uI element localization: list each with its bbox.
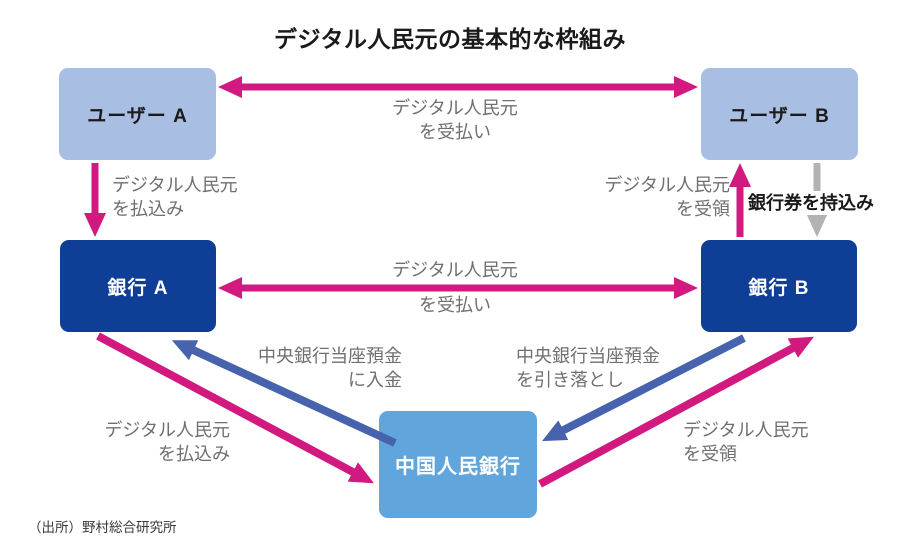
label-banks-transfer-line2: を受払い: [419, 295, 491, 315]
node-user-b: ユーザー B: [701, 68, 858, 160]
label-pboc-withdraw-line2: を引き落とし: [516, 370, 624, 390]
label-user-b-receive-line2: を受領: [676, 199, 730, 219]
diagram-title: デジタル人民元の基本的な枠組み: [273, 26, 627, 52]
label-user-a-pay-in-line1: デジタル人民元: [112, 175, 238, 195]
node-bank-a: 銀行 A: [60, 240, 216, 332]
label-pboc-deposit: 中央銀行当座預金 に入金: [238, 344, 402, 392]
label-pboc-withdraw-line1: 中央銀行当座預金: [516, 346, 660, 366]
node-user-a-label: ユーザー A: [87, 105, 188, 127]
label-bank-b-receive-line2: を受領: [683, 444, 737, 464]
label-bank-a-pay-in-line1: デジタル人民元: [104, 420, 230, 440]
node-user-a: ユーザー A: [59, 68, 216, 160]
label-users-transfer: デジタル人民元 を受払い: [330, 96, 580, 144]
source-note: （出所）野村総合研究所: [28, 520, 177, 535]
label-bank-a-pay-in-line2: を払込み: [158, 444, 230, 464]
node-bank-a-label: 銀行 A: [107, 277, 169, 299]
node-pboc: 中国人民銀行: [379, 411, 537, 518]
label-pboc-deposit-line2: に入金: [348, 370, 402, 390]
label-user-b-receive: デジタル人民元 を受領: [572, 173, 730, 221]
node-user-b-label: ユーザー B: [729, 105, 830, 127]
node-bank-b-label: 銀行 B: [748, 277, 810, 299]
label-users-transfer-line1: デジタル人民元: [392, 98, 518, 118]
label-user-b-receive-line1: デジタル人民元: [604, 175, 730, 195]
label-user-a-pay-in-line2: を払込み: [112, 199, 184, 219]
node-bank-b: 銀行 B: [701, 240, 857, 332]
label-pboc-withdraw: 中央銀行当座預金 を引き落とし: [516, 344, 660, 392]
label-users-transfer-line2: を受払い: [419, 122, 491, 142]
label-user-a-pay-in: デジタル人民元 を払込み: [112, 173, 238, 221]
node-pboc-label: 中国人民銀行: [395, 456, 521, 478]
label-banks-transfer-line1: デジタル人民元: [392, 260, 518, 280]
label-bank-b-receive-line1: デジタル人民元: [683, 420, 809, 440]
label-bank-b-receive: デジタル人民元 を受領: [683, 418, 809, 466]
label-bank-a-pay-in: デジタル人民元 を払込み: [86, 418, 230, 466]
label-pboc-deposit-line1: 中央銀行当座預金: [258, 346, 402, 366]
label-user-b-cash-in: 銀行券を持込み: [746, 191, 876, 215]
